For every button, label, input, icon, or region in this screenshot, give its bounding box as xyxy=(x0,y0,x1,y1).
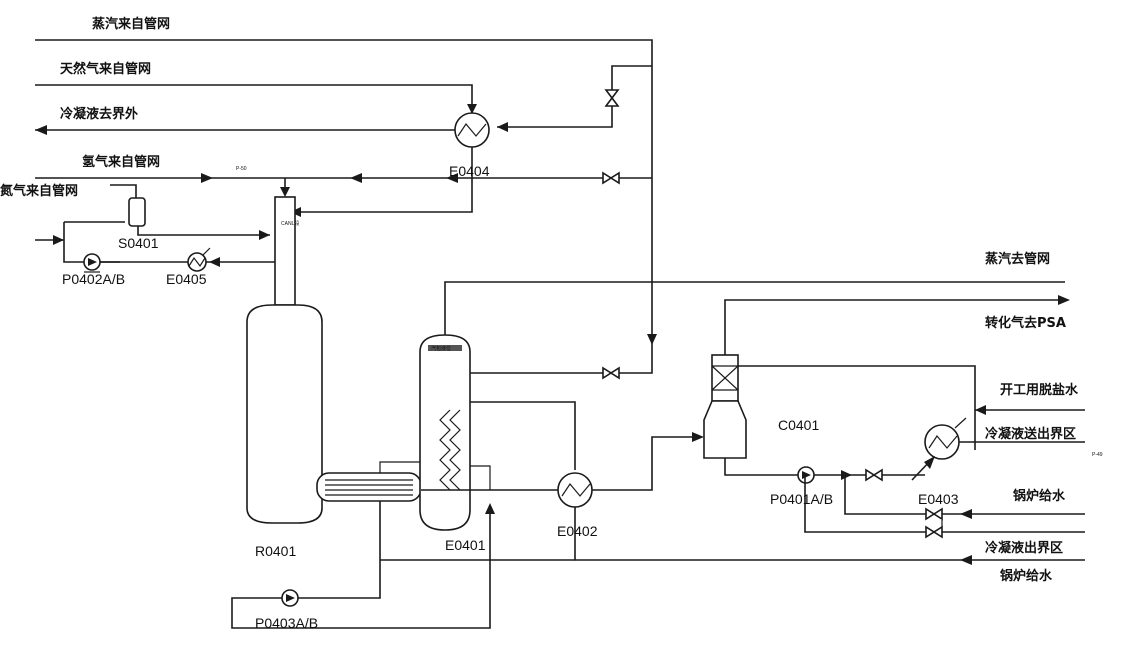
r0401-top-column xyxy=(274,196,296,306)
natural-gas-line xyxy=(35,84,473,113)
tag-e0404: E0404 xyxy=(449,163,490,179)
label-drum-head: 汽包液位 xyxy=(431,345,451,352)
bfw1-valve xyxy=(925,507,943,521)
e0402-exchanger xyxy=(557,472,593,508)
tag-p0401: P0401A/B xyxy=(770,491,833,507)
e0401-side-branch xyxy=(470,465,491,490)
steam-branch-valve xyxy=(604,89,620,107)
exchanger-bypass-line xyxy=(379,461,430,473)
e0401-recycle-valve xyxy=(602,366,620,380)
e0405-exchanger xyxy=(187,247,211,272)
hydrogen-drop-arrow xyxy=(280,187,290,197)
e0401-coil xyxy=(439,409,461,491)
label-bfw-2: 锅炉给水 xyxy=(1000,568,1053,584)
label-demin-water-in: 开工用脱盐水 xyxy=(1000,382,1079,398)
condensate-out-arrow xyxy=(35,125,47,135)
e0404-outlet-line xyxy=(290,147,473,213)
exchanger-bottom-line xyxy=(290,501,381,599)
e0401-vessel xyxy=(419,334,471,531)
c0401-packing xyxy=(711,365,739,391)
r0401-reactor xyxy=(246,304,323,524)
s0401-separator xyxy=(128,197,146,227)
label-line-hydrogen: P-50 xyxy=(236,166,247,172)
bfw1-arrow xyxy=(960,509,972,519)
e0401-recycle-in xyxy=(470,345,653,374)
bfw1-line xyxy=(844,475,1085,515)
p0402-pump xyxy=(83,253,101,273)
label-line-condensate: P-49 xyxy=(1092,452,1103,458)
condensate-exit-valve xyxy=(925,525,943,539)
p0403-pump xyxy=(281,589,299,607)
tag-r0401: R0401 xyxy=(255,543,296,559)
e0405-return-arrow xyxy=(209,257,220,267)
steam-to-e0404-arrow xyxy=(497,122,508,132)
shift-gas-arrow xyxy=(1058,295,1070,305)
c0401-body xyxy=(703,400,747,459)
e0403-exchanger xyxy=(924,417,967,460)
label-hydrogen-in: 氢气来自管网 xyxy=(82,154,160,170)
c0401-top-line xyxy=(724,299,1065,355)
feed-in-arrow xyxy=(53,235,64,245)
e0401-drum-head xyxy=(428,345,462,351)
label-steam-out: 蒸汽去管网 xyxy=(985,251,1050,267)
hydrogen-recycle-valve xyxy=(602,171,620,185)
label-condensate-boundary: 冷凝液送出界区 xyxy=(985,426,1076,442)
p0401-out-valve xyxy=(865,468,883,482)
p0403-loop xyxy=(231,506,491,629)
label-condensate-exit: 冷凝液出界区 xyxy=(985,540,1063,556)
steam-down-arrow xyxy=(647,334,657,345)
tag-p0403: P0403A/B xyxy=(255,615,318,631)
label-canister: CANL段 xyxy=(281,220,299,227)
s0401-out-line xyxy=(137,226,270,236)
hydrogen-arrow-3 xyxy=(446,173,458,183)
demin-water-arrow xyxy=(975,405,986,415)
nitrogen-line xyxy=(110,184,137,198)
label-shift-gas-out: 转化气去PSA xyxy=(985,315,1066,331)
s0401-out-arrow xyxy=(259,230,270,240)
label-bfw-1: 锅炉给水 xyxy=(1013,488,1066,504)
e0403-inlet-arrow xyxy=(924,456,935,469)
tag-e0403: E0403 xyxy=(918,491,959,507)
hydrogen-arrow-2 xyxy=(350,173,362,183)
e0402-out-arrow xyxy=(692,432,704,442)
e0401-to-e0402-top xyxy=(470,401,576,470)
tag-c0401: C0401 xyxy=(778,417,819,433)
steam-header-line xyxy=(35,39,653,345)
p0403-up-arrow xyxy=(485,503,495,514)
e0401-steam-out xyxy=(444,281,1065,335)
e0402-out-line xyxy=(592,436,700,491)
tag-p0402: P0402A/B xyxy=(62,271,125,287)
c0401-loop xyxy=(738,365,976,450)
label-natural-gas-in: 天然气来自管网 xyxy=(60,61,151,77)
bfw2-in-arrow xyxy=(960,555,972,565)
steam-branch-to-e0404 xyxy=(497,65,652,128)
natural-gas-arrow xyxy=(467,104,477,114)
p0401-pump xyxy=(797,466,815,484)
c0401-bottom xyxy=(724,458,806,476)
label-steam-in: 蒸汽来自管网 xyxy=(92,16,170,32)
condensate-exit-line xyxy=(804,475,1085,533)
e0404-exchanger xyxy=(454,112,490,148)
tag-e0401: E0401 xyxy=(445,537,486,553)
hydrogen-arrow-1 xyxy=(201,173,213,183)
label-nitrogen-in: 氮气来自管网 xyxy=(0,183,78,199)
label-condensate-out: 冷凝液去界外 xyxy=(60,106,138,122)
tag-e0405: E0405 xyxy=(166,271,207,287)
r0401-e0401-exchanger xyxy=(316,472,422,502)
tag-s0401: S0401 xyxy=(118,235,159,251)
p0401-out-arrow xyxy=(841,470,852,480)
tag-e0402: E0402 xyxy=(557,523,598,539)
